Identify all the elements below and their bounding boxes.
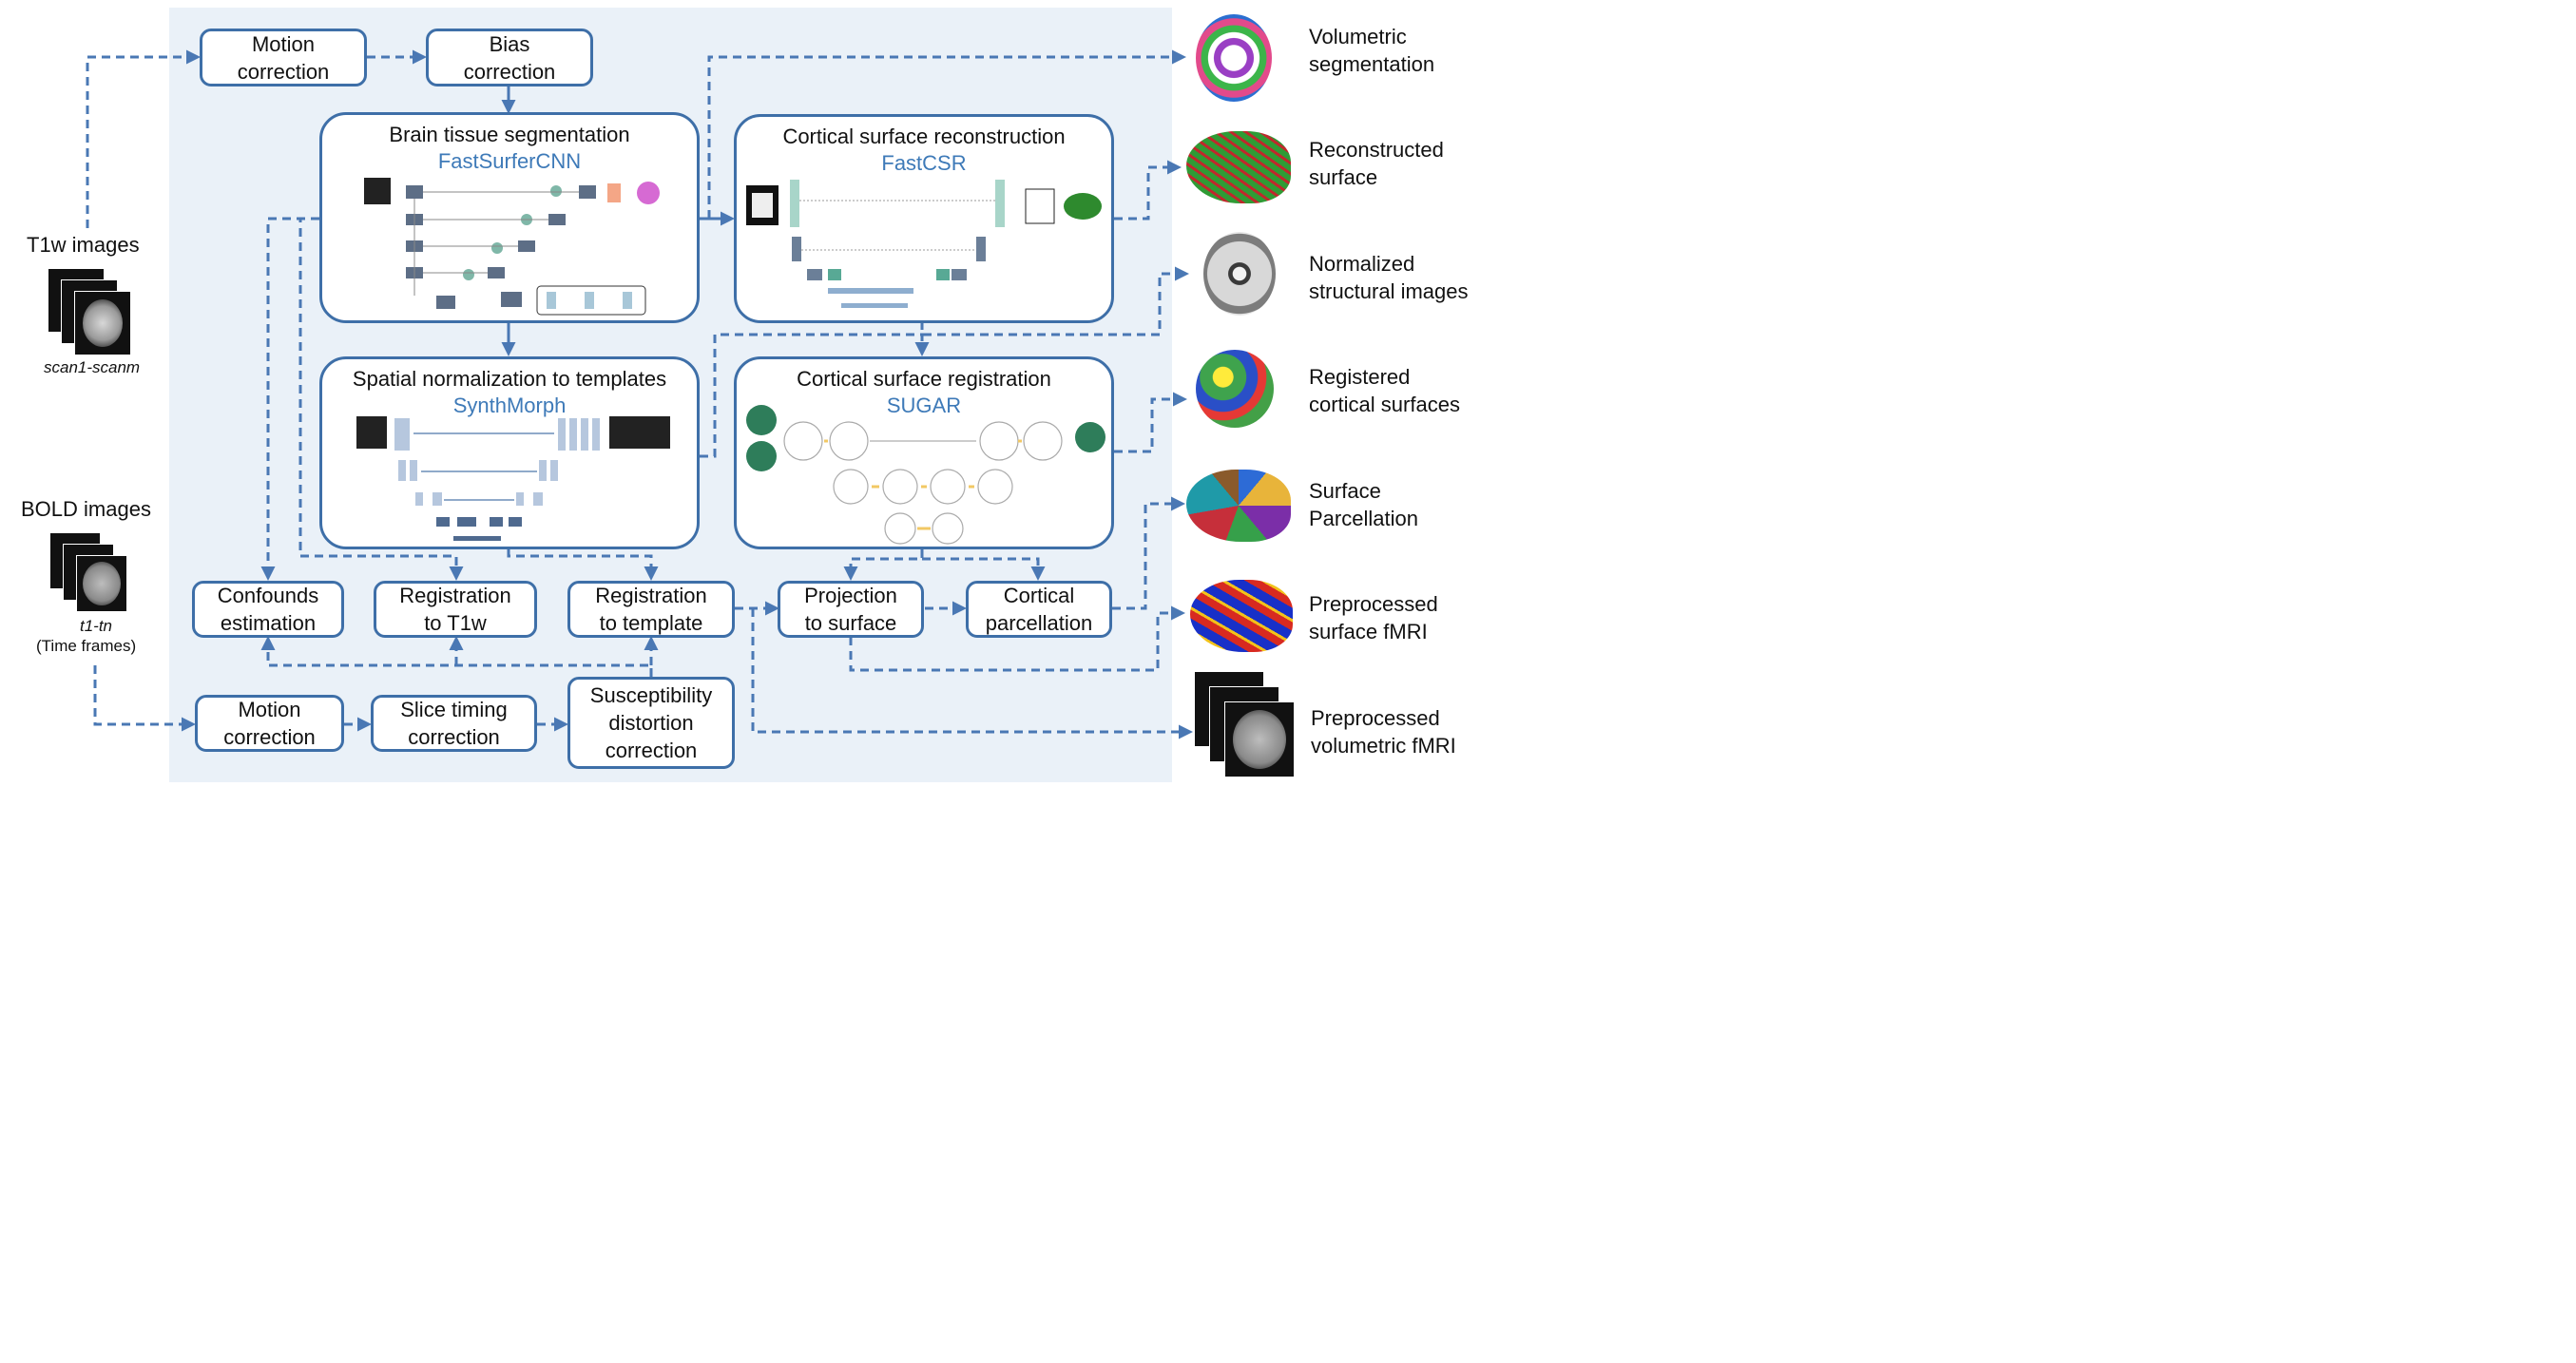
connector-arrows xyxy=(86,49,1193,739)
volumetric-segmentation-image xyxy=(1196,14,1272,102)
arrow-sugar-to-regsurf xyxy=(1114,392,1187,453)
bold-range: t1-tn xyxy=(80,617,113,635)
arrow-seg-to-regt1w xyxy=(298,217,464,581)
segmentation-module: Brain tissue segmentation FastSurferCNN xyxy=(319,112,700,323)
arrow-sugar-to-projection xyxy=(843,549,924,581)
registration-title: Cortical surface registration xyxy=(797,367,1051,391)
registration-method: SUGAR xyxy=(886,394,962,417)
arrow-bold-to-motion xyxy=(93,665,196,732)
arrow-t1w-to-motion xyxy=(86,49,201,228)
reconstructed-surface-image xyxy=(1186,131,1291,203)
segmentation-title: Brain tissue segmentation xyxy=(389,123,630,146)
normalization-module: Spatial normalization to templates Synth… xyxy=(319,356,700,549)
arrow-csr-to-normstruct xyxy=(920,266,1189,336)
normalization-method: SynthMorph xyxy=(452,394,567,417)
reconstruction-method: FastCSR xyxy=(881,151,967,175)
surface-fmri-image xyxy=(1190,580,1293,652)
fastsurfercnn-network-icon xyxy=(364,178,660,316)
arrow-parcellation-to-surfparc xyxy=(1112,496,1185,610)
arrow-norm-to-regtemplate xyxy=(507,549,659,581)
reconstruction-title: Cortical surface reconstruction xyxy=(782,125,1066,148)
t1w-image-stack xyxy=(48,268,133,355)
bold-image-stack xyxy=(49,532,129,614)
arrow-projection-to-surffmri xyxy=(849,605,1185,672)
normalized-structural-image xyxy=(1203,232,1276,316)
bold-label: BOLD images xyxy=(21,497,151,521)
t1w-label: T1w images xyxy=(27,233,140,257)
synthmorph-network-icon xyxy=(356,416,670,541)
volumetric-fmri-image-stack xyxy=(1194,671,1295,781)
sugar-network-icon xyxy=(746,405,1105,545)
pipeline-diagram: T1w images scan1-scanm BOLD images t1-tn… xyxy=(0,0,1490,792)
arrow-seg-to-volseg xyxy=(707,49,1186,219)
normalization-title: Spatial normalization to templates xyxy=(352,367,667,391)
arrow-seg-to-confounds xyxy=(260,217,319,581)
bold-caption: (Time frames) xyxy=(36,637,137,655)
fastcsr-network-icon xyxy=(746,180,1102,308)
arrow-sugar-to-parcellation xyxy=(922,557,1046,581)
reconstruction-module: Cortical surface reconstruction FastCSR xyxy=(734,114,1114,323)
arrow-norm-to-branch xyxy=(700,333,930,458)
registered-cortical-surfaces-image xyxy=(1196,350,1274,428)
t1w-range: scan1-scanm xyxy=(44,358,141,376)
arrow-regtemplate-to-volfmri xyxy=(751,608,1193,739)
arrow-susc-to-functional-boxes xyxy=(260,636,653,677)
registration-module: Cortical surface registration SUGAR xyxy=(734,356,1114,549)
segmentation-method: FastSurferCNN xyxy=(437,149,582,173)
surface-parcellation-image xyxy=(1186,470,1291,542)
arrow-csr-to-recon xyxy=(1114,160,1182,221)
